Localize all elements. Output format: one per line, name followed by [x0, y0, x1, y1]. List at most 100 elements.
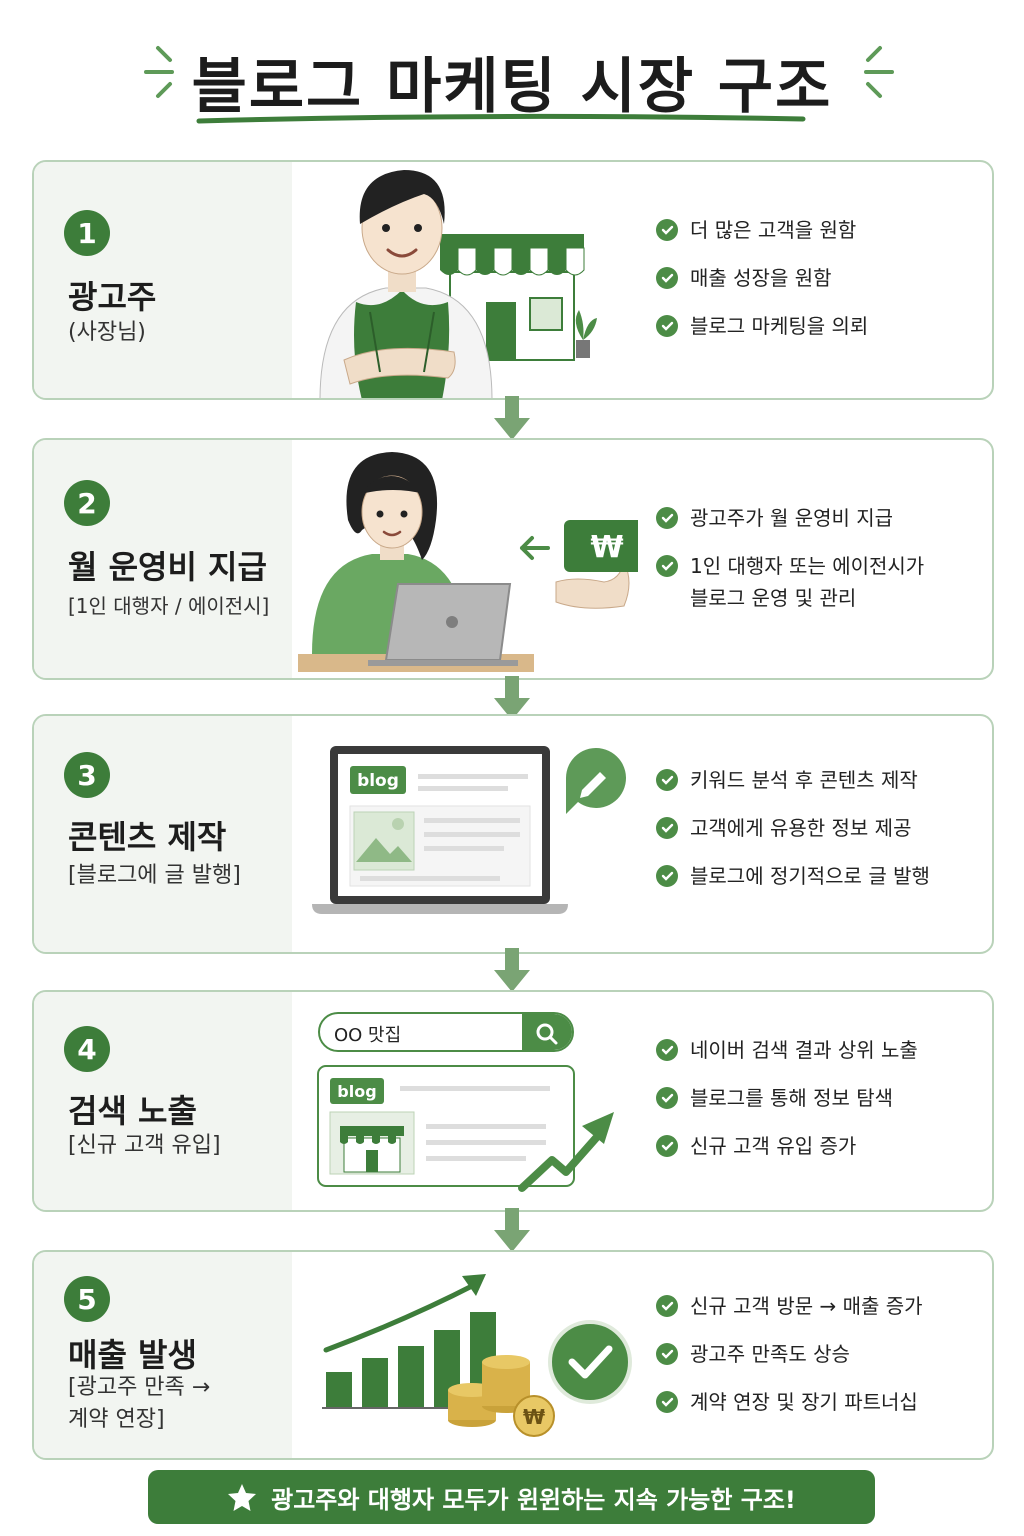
check-icon [656, 1039, 678, 1061]
bullet-item: 키워드 분석 후 콘텐츠 제작 [656, 764, 930, 796]
sparkle-left-icon [144, 46, 174, 98]
blog-badge: blog [357, 771, 399, 791]
bullet-item: 네이버 검색 결과 상위 노출 [656, 1034, 918, 1066]
step-number: 2 [64, 480, 110, 526]
check-icon [656, 1391, 678, 1413]
bullet-item: 매출 성장을 원함 [656, 262, 868, 294]
bullet-item: 더 많은 고객을 원함 [656, 214, 868, 246]
step-card-1: 1 광고주 (사장님) [32, 160, 994, 400]
agency-worker-illustration: ₩ [298, 452, 638, 672]
bullet-text: 1인 대행자 또는 에이전시가 [690, 554, 925, 578]
check-icon [656, 1087, 678, 1109]
step-number: 5 [64, 1276, 110, 1322]
step-subtitle: (사장님) [68, 320, 146, 345]
bullet-text: 키워드 분석 후 콘텐츠 제작 [690, 768, 918, 792]
step-title: 광고주 [68, 278, 157, 316]
search-query: OO 맛집 [334, 1025, 402, 1046]
page-title: 블로그 마케팅 시장 구조 [191, 52, 833, 122]
header: 블로그 마케팅 시장 구조 [0, 20, 1024, 130]
flow-arrow-down-icon [494, 948, 530, 992]
flow-arrow-down-icon [494, 676, 530, 720]
title-underline [196, 113, 806, 124]
step-card-2: 2 월 운영비 지급 [1인 대행자 / 에이전시] ₩ 광고주가 월 운영비 … [32, 438, 994, 680]
step-number: 4 [64, 1026, 110, 1072]
step-subtitle: [신규 고객 유입] [68, 1133, 221, 1158]
step-bullets: 신규 고객 방문 → 매출 증가 광고주 만족도 상승 계약 연장 및 장기 파… [656, 1290, 923, 1434]
step-subtitle: [블로그에 글 발행] [68, 863, 241, 888]
bullet-item-continued: 블로그 운영 및 관리 [656, 582, 924, 614]
bullet-item: 신규 고객 유입 증가 [656, 1130, 918, 1162]
bullet-text: 매출 성장을 원함 [690, 266, 832, 290]
step-label-panel [34, 440, 292, 678]
step-bullets: 광고주가 월 운영비 지급 1인 대행자 또는 에이전시가 블로그 운영 및 관… [656, 502, 924, 630]
bullet-text: 광고주 만족도 상승 [690, 1342, 850, 1366]
check-icon [656, 219, 678, 241]
check-icon [656, 315, 678, 337]
step-card-5: 5 매출 발생 [광고주 만족 → 계약 연장] ₩ [32, 1250, 994, 1460]
star-icon [227, 1482, 257, 1512]
step-title: 검색 노출 [68, 1092, 197, 1130]
bullet-item: 광고주가 월 운영비 지급 [656, 502, 924, 534]
step-card-3: 3 콘텐츠 제작 [블로그에 글 발행] blog 키워드 [32, 714, 994, 954]
bullet-text: 블로그에 정기적으로 글 발행 [690, 864, 930, 888]
step-subtitle: [광고주 만족 → [68, 1375, 211, 1400]
bullet-item: 신규 고객 방문 → 매출 증가 [656, 1290, 923, 1322]
blog-laptop-illustration: blog [312, 746, 626, 914]
sparkle-right-icon [864, 46, 894, 98]
bullet-item: 1인 대행자 또는 에이전시가 [656, 550, 924, 582]
bullet-text: 광고주가 월 운영비 지급 [690, 506, 894, 530]
step-title: 콘텐츠 제작 [68, 818, 227, 856]
banner-text: 광고주와 대행자 모두가 윈윈하는 지속 가능한 구조! [271, 1485, 796, 1514]
bullet-item: 광고주 만족도 상승 [656, 1338, 923, 1370]
search-input[interactable]: OO 맛집 [318, 1012, 574, 1052]
step-bullets: 키워드 분석 후 콘텐츠 제작 고객에게 유용한 정보 제공 블로그에 정기적으… [656, 764, 930, 908]
step-subtitle: [1인 대행자 / 에이전시] [68, 594, 270, 618]
step-title: 월 운영비 지급 [68, 548, 267, 586]
pencil-icon [566, 748, 626, 814]
laptop-icon [368, 583, 518, 666]
bullet-text: 더 많은 고객을 원함 [690, 218, 857, 242]
search-result-illustration: blog [317, 1065, 614, 1192]
bullet-text: 계약 연장 및 장기 파트너십 [690, 1390, 918, 1414]
bullet-item: 블로그를 통해 정보 탐색 [656, 1082, 918, 1114]
step-bullets: 네이버 검색 결과 상위 노출 블로그를 통해 정보 탐색 신규 고객 유입 증… [656, 1034, 918, 1178]
check-circle-icon [548, 1320, 632, 1404]
step-bullets: 더 많은 고객을 원함 매출 성장을 원함 블로그 마케팅을 의뢰 [656, 214, 868, 358]
check-icon [656, 267, 678, 289]
store-icon [329, 1111, 415, 1175]
check-icon [656, 507, 678, 529]
check-icon [656, 1343, 678, 1365]
bullet-text: 블로그 마케팅을 의뢰 [690, 314, 869, 338]
growth-arrow-icon [323, 1274, 486, 1353]
won-symbol: ₩ [523, 1405, 545, 1429]
bullet-text: 네이버 검색 결과 상위 노출 [690, 1038, 918, 1062]
bullet-text: 신규 고객 방문 → 매출 증가 [690, 1294, 923, 1318]
step-label-panel [34, 162, 292, 398]
step-number: 1 [64, 210, 110, 256]
growth-arrow-icon [518, 1112, 614, 1192]
bullet-item: 블로그 마케팅을 의뢰 [656, 310, 868, 342]
blog-badge: blog [337, 1082, 376, 1101]
check-icon [656, 817, 678, 839]
payment-card-icon: ₩ [564, 520, 638, 572]
bullet-item: 계약 연장 및 장기 파트너십 [656, 1386, 923, 1418]
search-button[interactable] [522, 1014, 572, 1050]
flow-arrow-down-icon [494, 1208, 530, 1252]
check-icon [656, 865, 678, 887]
search-icon [536, 1023, 558, 1045]
flow-arrow-down-icon [494, 396, 530, 440]
step-title: 매출 발생 [68, 1336, 197, 1374]
summary-banner: 광고주와 대행자 모두가 윈윈하는 지속 가능한 구조! [148, 1470, 875, 1524]
revenue-growth-illustration: ₩ [322, 1274, 632, 1437]
bullet-text: 블로그 운영 및 관리 [690, 586, 857, 610]
bullet-text: 블로그를 통해 정보 탐색 [690, 1086, 894, 1110]
bullet-item: 고객에게 유용한 정보 제공 [656, 812, 930, 844]
step-number: 3 [64, 752, 110, 798]
check-icon [656, 1135, 678, 1157]
won-symbol: ₩ [590, 530, 623, 565]
bullet-item: 블로그에 정기적으로 글 발행 [656, 860, 930, 892]
check-icon [656, 1295, 678, 1317]
bullet-text: 고객에게 유용한 정보 제공 [690, 816, 912, 840]
bullet-text: 신규 고객 유입 증가 [690, 1134, 857, 1158]
owner-avatar [319, 170, 493, 398]
